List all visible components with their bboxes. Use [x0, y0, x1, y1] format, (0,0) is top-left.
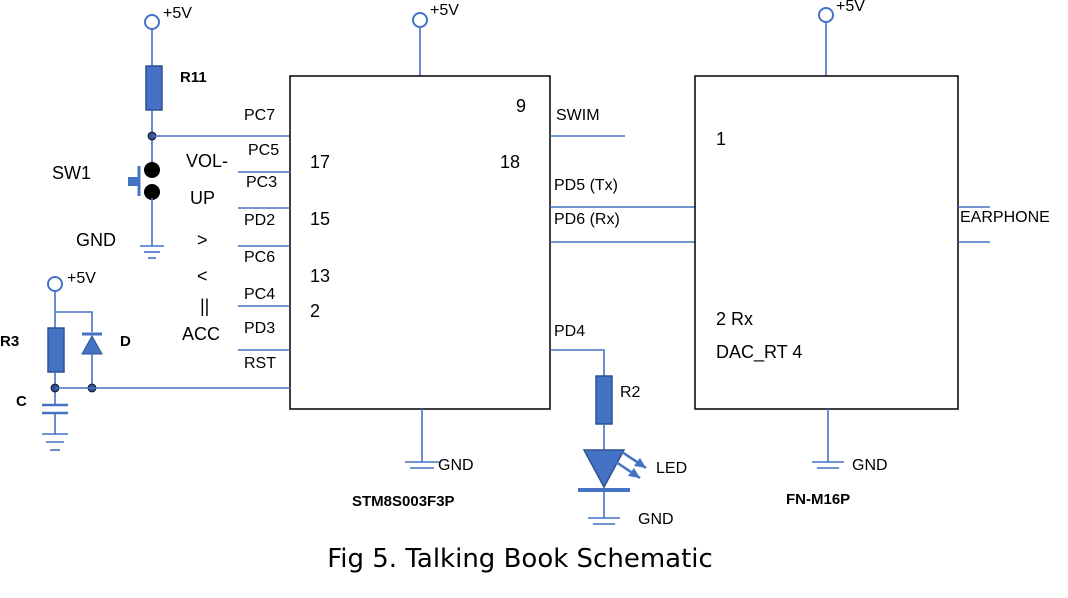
r3-label: R3: [0, 333, 19, 350]
player-pin-dac: DAC_RT 4: [716, 342, 802, 363]
wire-diode-top: [55, 311, 93, 332]
player-name: FN-M16P: [786, 491, 850, 508]
mcu-pin-pc6: PC6: [244, 249, 275, 266]
gnd-label-player: GND: [852, 457, 888, 474]
power-label-sw: +5V: [163, 5, 192, 22]
button-label-next: >: [197, 230, 208, 250]
player-pin-1: 1: [716, 129, 726, 149]
mcu-num-18: 18: [500, 152, 520, 172]
gnd-label-mcu: GND: [438, 457, 474, 474]
power-label-mcu: +5V: [430, 2, 459, 19]
power-symbol-reset: +5V: [47, 270, 96, 292]
mcu-pin-pd5: PD5 (Tx): [554, 177, 618, 194]
earphone-label: EARPHONE: [960, 209, 1050, 226]
player-block: [694, 75, 959, 410]
button-label-acc: ACC: [182, 324, 220, 344]
mcu-num-17: 17: [310, 152, 330, 172]
mcu-num-13: 13: [310, 266, 330, 286]
gnd-label-sw: GND: [76, 230, 116, 250]
power-symbol-player: +5V: [818, 0, 865, 23]
resistor-r3: [47, 327, 65, 373]
sw1-label: SW1: [52, 163, 91, 183]
gnd-symbol-player: [812, 461, 844, 469]
mcu-pin-pd6: PD6 (Rx): [554, 211, 620, 228]
mcu-pin-pc7: PC7: [244, 107, 275, 124]
power-label-player: +5V: [836, 0, 865, 15]
power-label-reset: +5V: [67, 270, 96, 287]
gnd-symbol-led: [588, 517, 620, 525]
gnd-label-led: GND: [638, 511, 674, 528]
mcu-block: [289, 75, 551, 410]
button-label-pause: ||: [200, 296, 209, 316]
switch-sw1: [128, 162, 160, 200]
resistor-r2: [595, 375, 613, 425]
figure-caption: Fig 5. Talking Book Schematic: [327, 544, 713, 574]
button-label-up: UP: [190, 188, 215, 208]
capacitor-symbol: [42, 403, 68, 415]
earphone-lines: [958, 206, 990, 243]
mcu-pin-pc4: PC4: [244, 286, 275, 303]
led-label: LED: [656, 460, 687, 477]
capacitor-label: C: [16, 393, 27, 410]
mcu-num-9: 9: [516, 96, 526, 116]
mcu-pin-swim: SWIM: [556, 107, 600, 124]
diode-symbol: [81, 332, 103, 355]
power-symbol-sw: +5V: [144, 5, 192, 30]
r2-label: R2: [620, 384, 641, 401]
led-symbol: [578, 449, 647, 492]
mcu-num-2: 2: [310, 301, 320, 321]
resistor-r11: [145, 65, 163, 111]
wire-pd4: [550, 349, 605, 376]
mcu-name: STM8S003F3P: [352, 493, 455, 510]
mcu-num-15: 15: [310, 209, 330, 229]
mcu-pin-pd2: PD2: [244, 212, 275, 229]
mcu-pin-pc3: PC3: [246, 174, 277, 191]
gnd-symbol-sw: [140, 245, 164, 259]
r11-label: R11: [180, 69, 207, 86]
gnd-symbol-mcu: [405, 461, 439, 469]
mcu-pin-pd4: PD4: [554, 323, 585, 340]
button-label-prev: <: [197, 266, 208, 286]
gnd-symbol-reset: [42, 433, 68, 451]
button-label-vol-minus: VOL-: [186, 151, 228, 171]
power-symbol-mcu: +5V: [412, 2, 459, 28]
player-pin-rx: 2 Rx: [716, 309, 753, 329]
mcu-pin-pc5: PC5: [248, 142, 279, 159]
mcu-pin-rst: RST: [244, 355, 276, 372]
mcu-left-pin-lines: [238, 171, 290, 351]
diode-label: D: [120, 333, 131, 350]
mcu-pin-pd3: PD3: [244, 320, 275, 337]
